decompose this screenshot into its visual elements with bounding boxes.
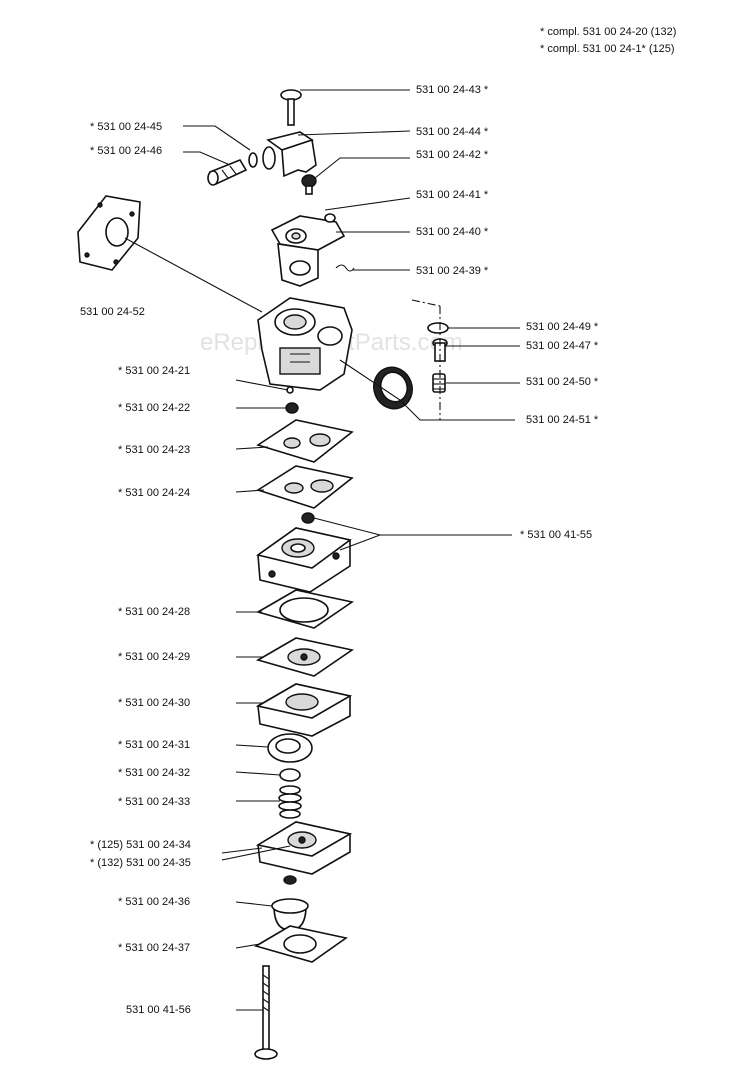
label-531-00-24-36: * 531 00 24-36 (118, 896, 190, 908)
label-531-00-24-44: 531 00 24-44 * (416, 126, 489, 138)
part-ring-2432 (279, 768, 301, 782)
part-oring-2449 (427, 322, 449, 334)
part-bracket-2444 (266, 131, 317, 178)
part-gasket-2423 (256, 419, 354, 463)
compl-note-132: * compl. 531 00 24-20 (132) (540, 26, 676, 38)
compl-note-125: * compl. 531 00 24-1* (125) (540, 43, 675, 55)
part-pin-2442 (301, 174, 317, 195)
part-screw-2443 (280, 89, 302, 126)
part-pump-cover-4155 (256, 512, 352, 593)
label-531-00-24-40: 531 00 24-40 * (416, 226, 489, 238)
part-carburetor-body (257, 297, 353, 391)
label-531-00-24-47: 531 00 24-47 * (526, 340, 599, 352)
part-long-screw-4156 (254, 965, 278, 1060)
part-diaphragm-2424 (256, 465, 354, 509)
label-531-00-24-52: 531 00 24-52 (80, 306, 145, 318)
label-531-00-24-29: * 531 00 24-29 (118, 651, 190, 663)
part-diaphragm-2431 (267, 733, 313, 763)
label-531-00-24-45: * 531 00 24-45 (90, 121, 162, 133)
part-diaphragm-2429 (255, 637, 354, 677)
part-spring-2433 (278, 785, 302, 819)
part-screw-2446 (207, 159, 248, 186)
part-valve-2422 (285, 402, 299, 414)
part-spring-2439 (335, 264, 355, 272)
part-metering-body-2430 (255, 683, 353, 737)
assembly-axis-line-2 (411, 299, 441, 307)
label-531-00-24-31: * 531 00 24-31 (118, 739, 190, 751)
leader-lines (124, 89, 520, 1011)
label-531-00-24-49: 531 00 24-49 * (526, 321, 599, 333)
label-531-00-24-50: 531 00 24-50 * (526, 376, 599, 388)
part-check-valve (283, 875, 297, 885)
label-531-00-24-43: 531 00 24-43 * (416, 84, 489, 96)
part-seal-2451 (373, 366, 413, 410)
label-531-00-24-42: 531 00 24-42 * (416, 149, 489, 161)
label-531-00-24-21: * 531 00 24-21 (118, 365, 190, 377)
label-531-00-24-32: * 531 00 24-32 (118, 767, 190, 779)
part-gasket-2428 (255, 589, 354, 629)
label-531-00-24-34: * (125) 531 00 24-34 (90, 839, 191, 851)
label-531-00-24-37: * 531 00 24-37 (118, 942, 190, 954)
label-531-00-24-46: * 531 00 24-46 (90, 145, 162, 157)
label-531-00-24-28: * 531 00 24-28 (118, 606, 190, 618)
label-531-00-24-30: * 531 00 24-30 (118, 697, 190, 709)
label-531-00-24-22: * 531 00 24-22 (118, 402, 190, 414)
part-cover-plate-2437 (253, 925, 348, 963)
part-spring-2450 (432, 373, 446, 393)
part-washer-2445 (248, 146, 276, 170)
part-gasket-2452 (77, 195, 141, 271)
label-531-00-41-55: * 531 00 41-55 (520, 529, 592, 541)
label-531-00-24-33: * 531 00 24-33 (118, 796, 190, 808)
label-531-00-24-24: * 531 00 24-24 (118, 487, 190, 499)
part-shaft-2440 (277, 243, 319, 287)
label-531-00-24-51: 531 00 24-51 * (526, 414, 599, 426)
label-531-00-24-35: * (132) 531 00 24-35 (90, 857, 191, 869)
label-531-00-24-23: * 531 00 24-23 (118, 444, 190, 456)
part-primer-housing-2434 (255, 821, 353, 875)
label-531-00-41-56: 531 00 41-56 (126, 1004, 191, 1016)
label-531-00-24-39: 531 00 24-39 * (416, 265, 489, 277)
label-531-00-24-41: 531 00 24-41 * (416, 189, 489, 201)
